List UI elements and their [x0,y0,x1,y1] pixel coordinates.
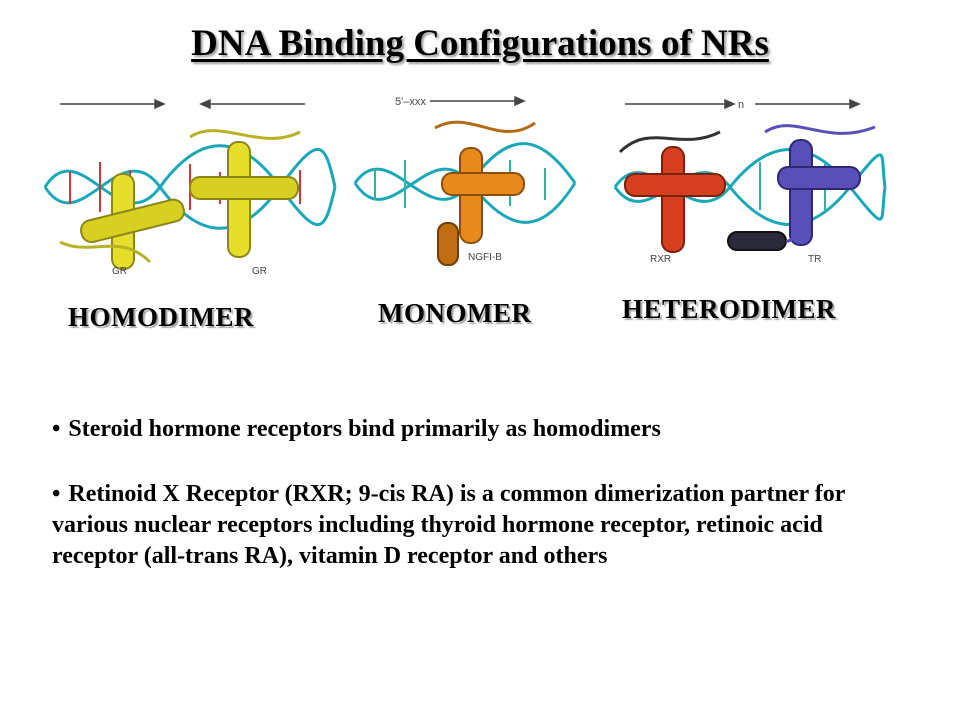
bullet-text: Steroid hormone receptors bind primarily… [68,416,661,442]
spacer-label: n [738,99,744,111]
tr-protein [727,124,876,251]
protein-label-tr: TR [808,254,821,265]
page-title: DNA Binding Configurations of NRs [191,23,769,64]
bullet-list: • Steroid hormone receptors bind primaril… [52,414,912,606]
direction-arrows [60,98,305,110]
bullet-marker: • [52,416,61,442]
gr-protein-right [189,129,301,258]
gr-protein-left [59,173,185,270]
monomer-figure: 5'–xxx NGFI-B [353,95,577,266]
protein-label-rxr: RXR [650,254,671,265]
direction-arrow [430,95,526,107]
label-heterodimer: HETERODIMER [622,294,837,324]
protein-label-gr-2: GR [252,266,267,277]
bullet-text: Retinoid X Receptor (RXR; 9-cis RA) is a… [52,481,845,569]
heterodimer-figure: n RXR TR [613,98,887,265]
bullet-marker: • [52,481,61,507]
bullet-item: • Steroid hormone receptors bind primaril… [52,414,912,445]
direction-arrows [625,98,861,110]
ngfi-b-protein [434,120,536,266]
protein-label-ngfi-b: NGFI-B [468,252,502,263]
label-monomer: MONOMER [378,298,532,328]
rxr-protein [618,130,726,253]
label-homodimer: HOMODIMER [68,302,254,332]
homodimer-figure: GR GR [43,98,337,277]
bullet-item: •Retinoid X Receptor (RXR; 9-cis RA) is … [52,479,912,572]
sequence-label: 5'–xxx [395,96,426,108]
protein-label-gr-1: GR [112,266,127,277]
